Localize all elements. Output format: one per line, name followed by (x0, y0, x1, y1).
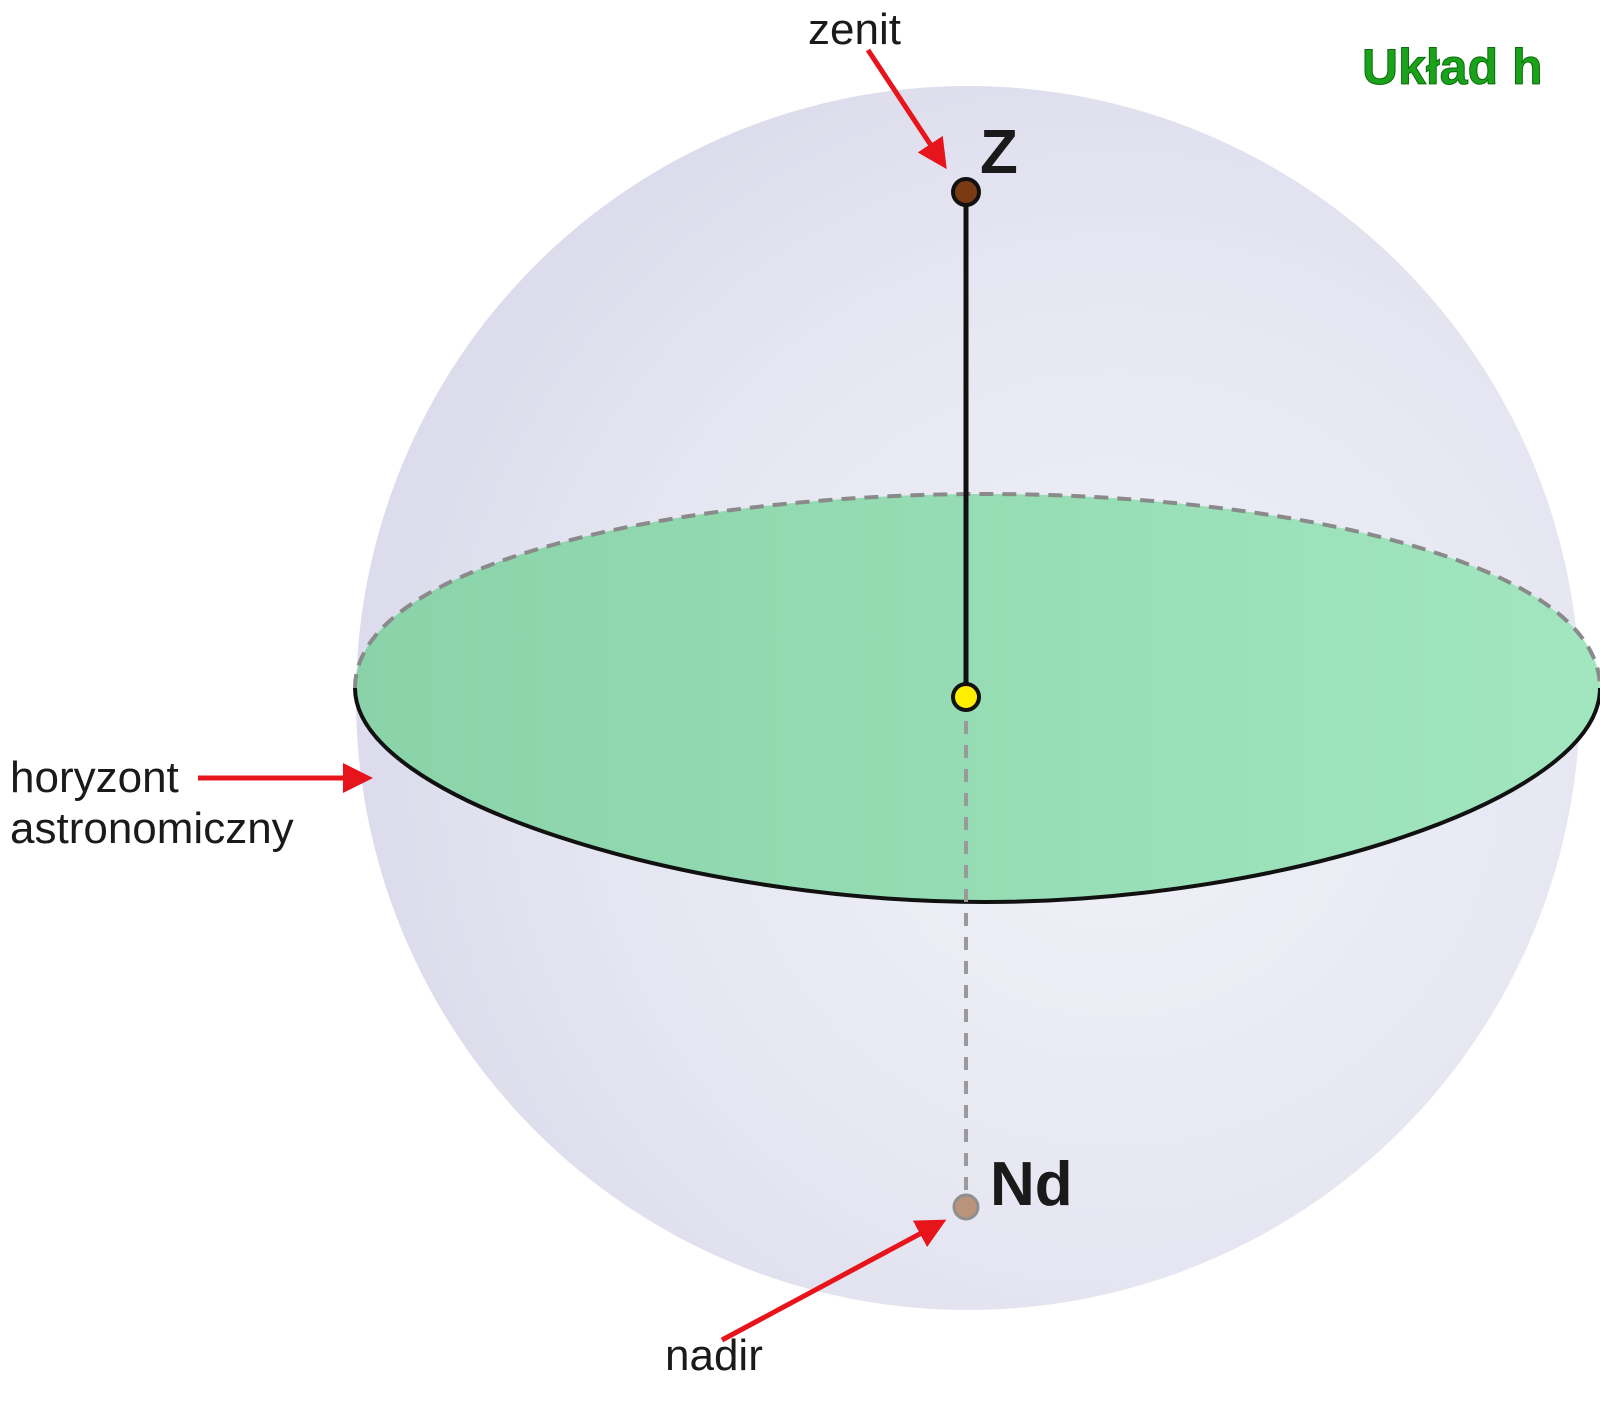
zenith-arrow (865, 48, 947, 170)
observer-center-point (951, 682, 981, 712)
horizon-back-edge (353, 491, 1600, 689)
nadir-arrow (720, 1219, 947, 1343)
zenith-caption: zenit (808, 5, 901, 54)
nadir-point-label: Nd (990, 1150, 1073, 1219)
diagram-title: Układ h (1362, 39, 1543, 95)
nadir-point (952, 1193, 980, 1221)
horizon-front-edge (353, 687, 1600, 905)
zenith-point (951, 177, 981, 207)
horizon-caption-line1: horyzont (10, 753, 179, 802)
horizon-caption-line2: astronomiczny (10, 804, 294, 853)
zenith-point-label: Z (980, 118, 1018, 187)
nadir-caption: nadir (665, 1331, 763, 1380)
